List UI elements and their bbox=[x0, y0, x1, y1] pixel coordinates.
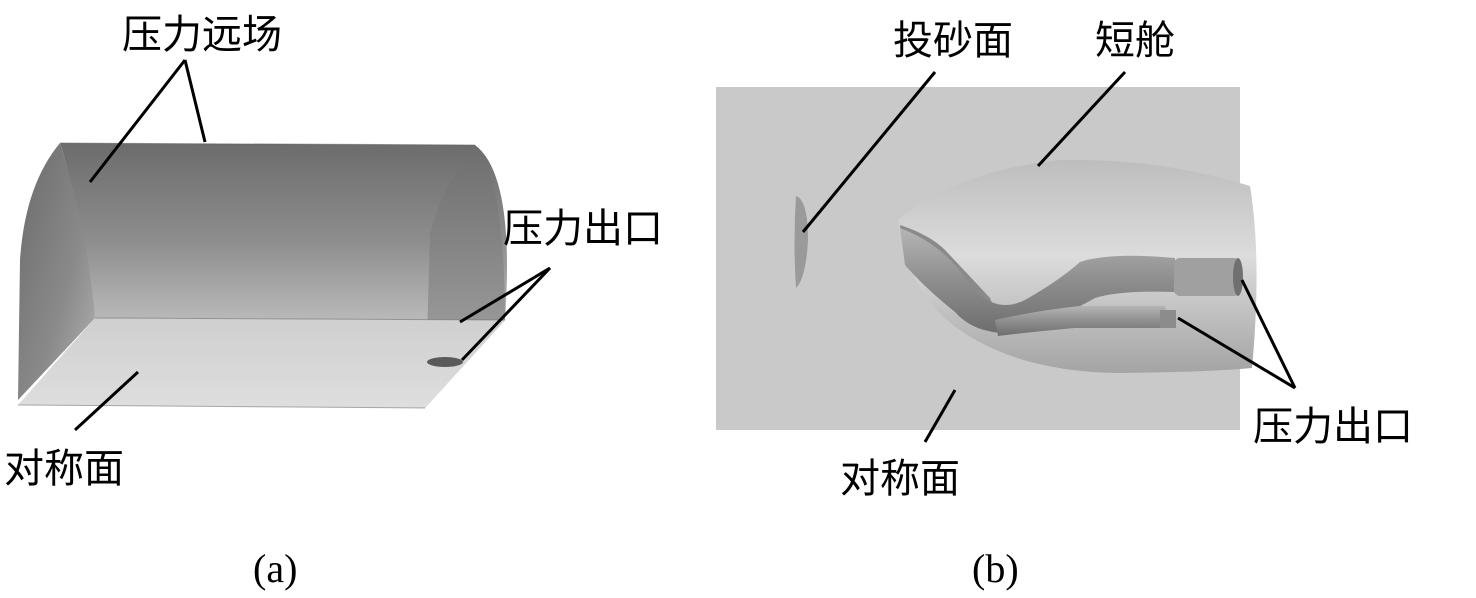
farfield-top-surface bbox=[60, 143, 507, 320]
leader-outlet-b-1 bbox=[1240, 279, 1297, 389]
label-pressure-farfield: 压力远场 bbox=[122, 12, 282, 58]
leader-nacelle bbox=[1036, 70, 1127, 168]
leader-outlet-a-1 bbox=[459, 266, 551, 324]
label-symmetry-plane-a: 对称面 bbox=[4, 446, 124, 492]
caption-b: (b) bbox=[972, 546, 1019, 591]
nacelle-small bbox=[427, 357, 463, 367]
label-nacelle: 短舱 bbox=[1095, 18, 1175, 64]
box-edges bbox=[17, 142, 506, 409]
caption-a: (a) bbox=[253, 546, 297, 591]
outlet-upper-cap bbox=[1233, 258, 1243, 296]
outlet-lower-cylinder bbox=[1160, 310, 1176, 328]
label-pressure-outlet-b: 压力出口 bbox=[1253, 404, 1413, 450]
leader-outlet-b-2 bbox=[1177, 316, 1296, 390]
label-sand-injection-face: 投砂面 bbox=[893, 18, 1013, 64]
leader-farfield-2 bbox=[183, 59, 207, 143]
label-pressure-outlet-a: 压力出口 bbox=[503, 206, 663, 252]
panel-b: 投砂面 短舱 压力出口 对称面 (b) bbox=[716, 18, 1413, 591]
s-duct-upper bbox=[900, 228, 1175, 334]
domain-box-3d bbox=[17, 142, 507, 409]
leader-sand-face bbox=[801, 71, 937, 233]
leader-farfield-1 bbox=[88, 59, 187, 183]
nacelle-body bbox=[898, 159, 1257, 373]
panel-a: 压力远场 压力出口 对称面 (a) bbox=[4, 12, 663, 591]
farfield-front-section bbox=[18, 143, 95, 400]
symmetry-plane-a bbox=[18, 318, 505, 408]
outlet-upper-cylinder bbox=[1174, 258, 1240, 296]
leader-symmetry-a bbox=[73, 370, 140, 432]
s-duct-lower-branch bbox=[995, 306, 1170, 336]
leader-symmetry-b bbox=[923, 389, 957, 443]
leader-outlet-a-2 bbox=[460, 266, 552, 362]
sand-injection-face bbox=[794, 196, 808, 288]
label-symmetry-plane-b: 对称面 bbox=[840, 456, 960, 502]
